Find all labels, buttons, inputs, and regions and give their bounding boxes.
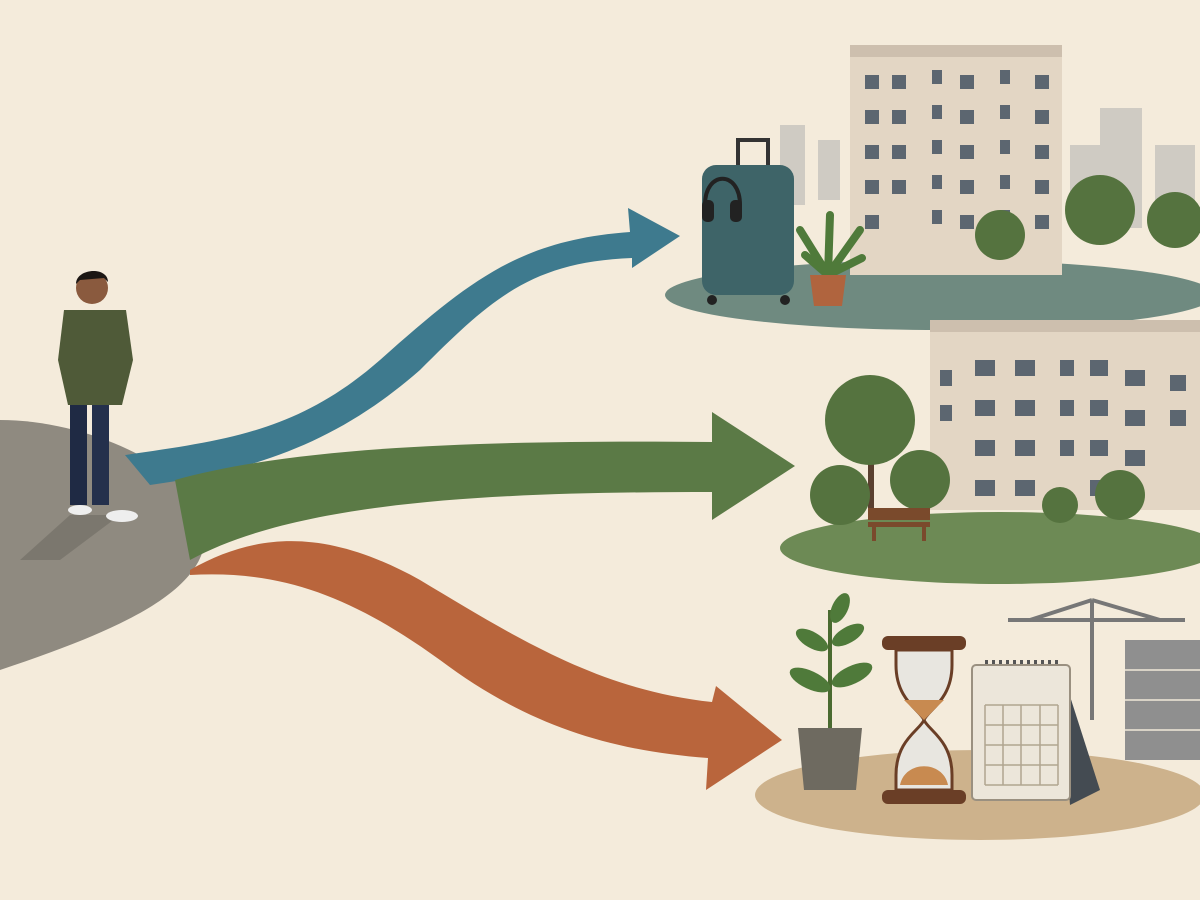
destination-relocation [665,45,1200,330]
suitcase-icon [702,138,794,305]
lawn-middle [780,512,1200,584]
destination-waiting [755,593,1200,840]
apartment-tower-icon [850,45,1062,275]
destination-ready-home [780,320,1200,584]
bench-icon [868,508,930,541]
potted-plant-icon [796,211,866,306]
crane-icon [1008,598,1185,720]
headphones-icon [702,176,742,222]
path-arrow-middle [175,412,795,560]
calendar-icon [971,660,1100,805]
tree-icon [810,375,1145,525]
building-under-construction-icon [1125,640,1200,760]
sapling-icon [789,593,873,790]
tree-icon [975,175,1200,260]
person-thinking [58,270,138,522]
apartment-complex-icon [930,320,1200,510]
path-arrow-top [125,208,680,485]
lawn-top [665,260,1200,330]
path-arrow-bottom [190,541,782,790]
person-shadow [20,515,120,560]
hourglass-icon [882,636,966,804]
